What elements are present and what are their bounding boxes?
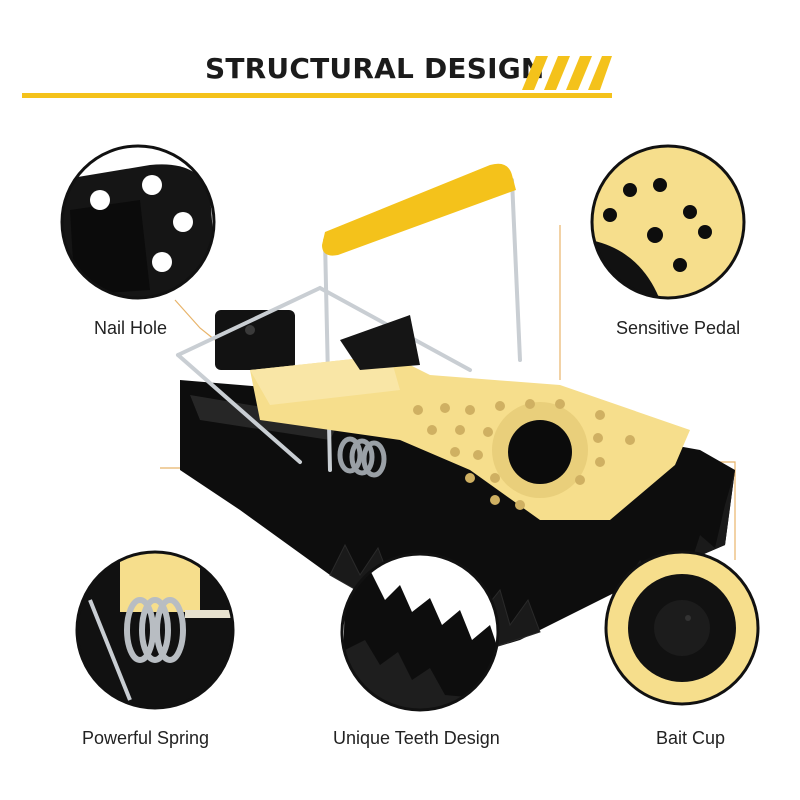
title-underline bbox=[22, 93, 612, 98]
yellow-handle bbox=[322, 163, 516, 256]
spring bbox=[337, 436, 387, 478]
powerful-spring-detail bbox=[75, 550, 235, 710]
nail-hole-detail bbox=[60, 144, 216, 300]
bait-cup-label: Bait Cup bbox=[656, 728, 726, 748]
latch-arm bbox=[340, 315, 420, 370]
sensitive-pedal-detail bbox=[590, 144, 746, 300]
slash-stripes-icon bbox=[522, 56, 612, 90]
sensitive-pedal-label: Sensitive Pedal bbox=[616, 318, 741, 338]
bait-cup-detail bbox=[604, 550, 760, 706]
page-title: STRUCTURAL DESIGN bbox=[205, 52, 545, 85]
unique-teeth-detail bbox=[340, 552, 500, 712]
unique-teeth-label: Unique Teeth Design bbox=[333, 728, 500, 748]
powerful-spring-label: Powerful Spring bbox=[82, 728, 210, 748]
nail-hole-label: Nail Hole bbox=[94, 318, 168, 338]
wire-frame bbox=[176, 178, 522, 472]
nail-hole-mount bbox=[215, 310, 295, 370]
